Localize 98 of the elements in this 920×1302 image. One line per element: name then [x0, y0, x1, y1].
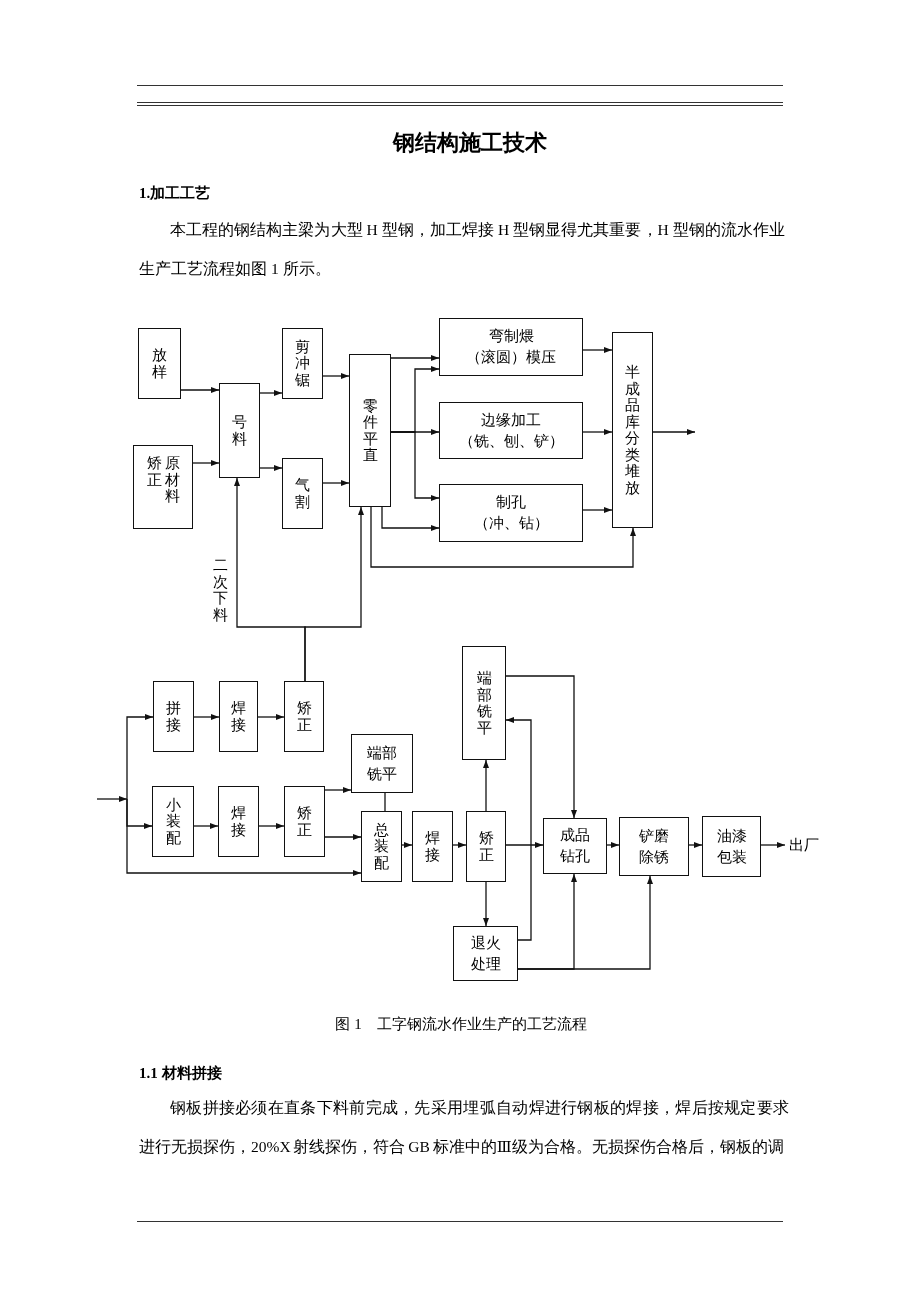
section-heading: 1.加工工艺 — [139, 184, 211, 203]
arrow — [257, 714, 285, 720]
process-box — [439, 484, 583, 542]
process-text: 退火处理 — [470, 933, 501, 974]
arrow — [370, 506, 636, 568]
process-text: 气割 — [295, 477, 310, 510]
arrow — [126, 714, 154, 800]
arrow — [390, 355, 440, 361]
process-box — [439, 318, 583, 376]
arrow — [606, 842, 620, 848]
process-box — [282, 458, 323, 529]
process-text: 焊接 — [231, 700, 246, 733]
arrow — [582, 507, 613, 513]
arrow — [760, 842, 786, 848]
process-text: 剪冲锯 — [295, 338, 310, 389]
arrow — [452, 842, 467, 848]
process-text: 拼接 — [166, 700, 181, 733]
process-box — [543, 818, 607, 874]
process-box — [153, 681, 194, 752]
body-paragraph: 本工程的钢结构主梁为大型 H 型钢，加工焊接 H 型钢显得尤其重要，H 型钢的流水作业生产工艺流程如图 1 所示。 — [139, 220, 785, 279]
process-text: 端部铣平 — [366, 743, 398, 784]
process-box — [619, 817, 689, 876]
process-box — [284, 681, 324, 752]
process-text: 油漆包装 — [716, 826, 747, 867]
process-text: 边缘加工 — [481, 410, 541, 430]
arrow — [193, 823, 219, 829]
arrow — [193, 714, 220, 720]
arrow — [390, 431, 440, 501]
arrow — [517, 875, 653, 970]
process-box — [453, 926, 518, 981]
arrow — [192, 460, 220, 466]
process-box — [349, 354, 391, 507]
process-box — [138, 328, 181, 399]
process-text: 小装配 — [165, 796, 181, 847]
arrow — [258, 823, 285, 829]
process-box — [218, 786, 259, 857]
process-text: 制孔 — [496, 493, 526, 512]
process-box — [412, 811, 453, 882]
arrow — [324, 834, 362, 840]
edge-label: 二次下料 — [213, 557, 228, 623]
process-text: 端部铣平 — [476, 670, 492, 736]
process-text: 矫正 — [297, 805, 312, 838]
arrow — [322, 373, 350, 379]
connector-line — [384, 792, 386, 812]
process-box — [219, 383, 260, 478]
process-box — [282, 328, 323, 399]
process-text: 半成品库分类堆放 — [625, 364, 640, 496]
arrow — [381, 506, 440, 531]
process-box — [133, 445, 193, 529]
arrow — [126, 798, 362, 876]
process-text: 焊接 — [231, 805, 246, 838]
arrow — [505, 717, 532, 941]
process-text: （铣、刨、铲） — [458, 431, 564, 451]
process-text: （冲、钻） — [473, 514, 549, 533]
arrow — [180, 387, 220, 393]
arrow — [582, 429, 613, 435]
section-heading: 1.1 材料拼接 — [139, 1064, 222, 1083]
arrow — [505, 842, 544, 848]
process-box — [351, 734, 413, 793]
process-text: 矫正 — [146, 455, 162, 488]
process-box — [439, 402, 583, 459]
process-box — [702, 816, 761, 877]
process-box — [284, 786, 325, 857]
arrow — [582, 347, 613, 353]
figure-caption: 图 1 工字钢流水作业生产的工艺流程 — [334, 1015, 588, 1034]
process-box — [612, 332, 653, 528]
process-text: （滚圆）模压 — [466, 348, 556, 367]
process-text: 铲磨除锈 — [638, 826, 670, 867]
end-label: 出厂 — [785, 834, 819, 856]
arrow — [259, 390, 283, 396]
process-box — [462, 646, 506, 760]
process-text: 焊接 — [425, 830, 440, 863]
arrow — [688, 842, 703, 848]
process-box — [219, 681, 258, 752]
arrow — [652, 429, 696, 435]
process-text: 弯制煨 — [488, 327, 534, 346]
arrow — [324, 787, 352, 793]
arrow — [304, 506, 364, 682]
process-text: 矫正 — [296, 700, 312, 733]
process-text: 成品钻孔 — [559, 826, 591, 866]
process-text: 矫正 — [478, 830, 494, 863]
page-title: 钢结构施工技术 — [391, 129, 548, 157]
process-text: 号料 — [232, 414, 247, 447]
body-paragraph: 钢板拼接必须在直条下料前完成，先采用埋弧自动焊进行钢板的焊接，焊后按规定要求进行无损探伤，20%X 射线探伤，符合 GB 标准中的Ⅲ级为合格。无损探伤合格后，钢板的调 — [139, 1098, 789, 1157]
arrow — [401, 842, 413, 848]
process-text: 原材料 — [164, 455, 180, 505]
process-text: 总装配 — [374, 821, 389, 872]
arrow — [483, 759, 489, 812]
process-box — [152, 786, 194, 857]
arrow — [322, 480, 350, 486]
process-box — [361, 811, 402, 882]
process-text: 零件平直 — [362, 397, 378, 464]
process-text: 放样 — [152, 347, 167, 380]
arrow — [483, 881, 489, 927]
arrow — [259, 465, 283, 471]
arrow — [505, 675, 577, 819]
process-box — [466, 811, 506, 882]
arrow — [96, 796, 128, 802]
